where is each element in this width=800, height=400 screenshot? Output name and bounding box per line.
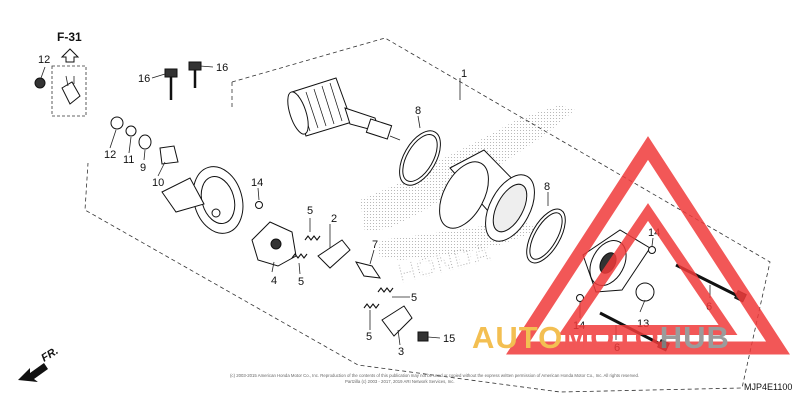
o-ring-13 xyxy=(635,282,655,302)
washer-14b xyxy=(648,246,656,254)
callout-16a: 16 xyxy=(138,73,150,85)
callout-8b: 8 xyxy=(544,181,550,193)
part-11-washer xyxy=(125,125,137,137)
callout-5a: 5 xyxy=(307,205,313,217)
callout-5d: 5 xyxy=(366,331,372,343)
svg-text:F-31: F-31 xyxy=(57,30,82,44)
callout-2: 2 xyxy=(331,213,337,225)
callout-12a: 12 xyxy=(38,54,50,66)
callout-1: 1 xyxy=(461,68,467,80)
watermark-triangle-logo xyxy=(506,136,790,355)
callout-8a: 8 xyxy=(415,105,421,117)
watermark-auto: AUTO xyxy=(472,320,563,355)
callout-10: 10 xyxy=(152,177,164,189)
springs-5 xyxy=(291,235,394,309)
part-12-nut xyxy=(34,77,46,89)
rear-cover xyxy=(161,166,244,234)
motor-case xyxy=(439,149,535,242)
watermark-moto: MOTO xyxy=(563,320,659,355)
callout-14a: 14 xyxy=(251,177,263,189)
washer-14a xyxy=(255,201,263,209)
callout-15: 15 xyxy=(443,333,455,345)
callout-12b: 12 xyxy=(104,149,116,161)
brush-3 xyxy=(381,305,413,337)
front-direction-arrow: FR. xyxy=(18,345,61,382)
o-ring-8b xyxy=(526,208,566,264)
callout-3: 3 xyxy=(398,346,404,358)
o-ring-8a xyxy=(399,130,441,186)
part-9-bushing xyxy=(138,134,152,150)
brush-2 xyxy=(317,239,351,269)
svg-text:FR.: FR. xyxy=(39,345,60,365)
callout-4: 4 xyxy=(271,275,277,287)
bolt-16b xyxy=(188,61,202,71)
diagram-code: MJP4E1100 xyxy=(744,382,792,392)
part-10-terminal xyxy=(159,145,179,165)
screw-15 xyxy=(417,331,429,342)
watermark-hub: HUB xyxy=(660,320,730,355)
copyright-line-1: (c) 2003-2015 American Honda Motor Co., … xyxy=(230,373,639,378)
automotohub-watermark: AUTOMOTOHUB xyxy=(472,136,790,355)
callout-5c: 5 xyxy=(411,292,417,304)
callout-9: 9 xyxy=(140,162,146,174)
ref-f31: F-31 xyxy=(51,30,87,117)
assembly-boundary xyxy=(84,37,771,393)
bolt-16a xyxy=(164,68,178,78)
svg-text:AUTOMOTOHUB: AUTOMOTOHUB xyxy=(472,320,730,355)
armature xyxy=(287,77,401,141)
washer-14c xyxy=(576,294,584,302)
callout-5b: 5 xyxy=(298,276,304,288)
callout-16b: 16 xyxy=(216,62,228,74)
copyright-line-2: Partzilla (c) 2003 - 2017, 2019 ARI Netw… xyxy=(345,379,455,384)
part-12-washer xyxy=(110,116,124,130)
terminal-7 xyxy=(354,261,382,279)
callout-7: 7 xyxy=(372,239,378,251)
callout-11: 11 xyxy=(123,154,134,166)
